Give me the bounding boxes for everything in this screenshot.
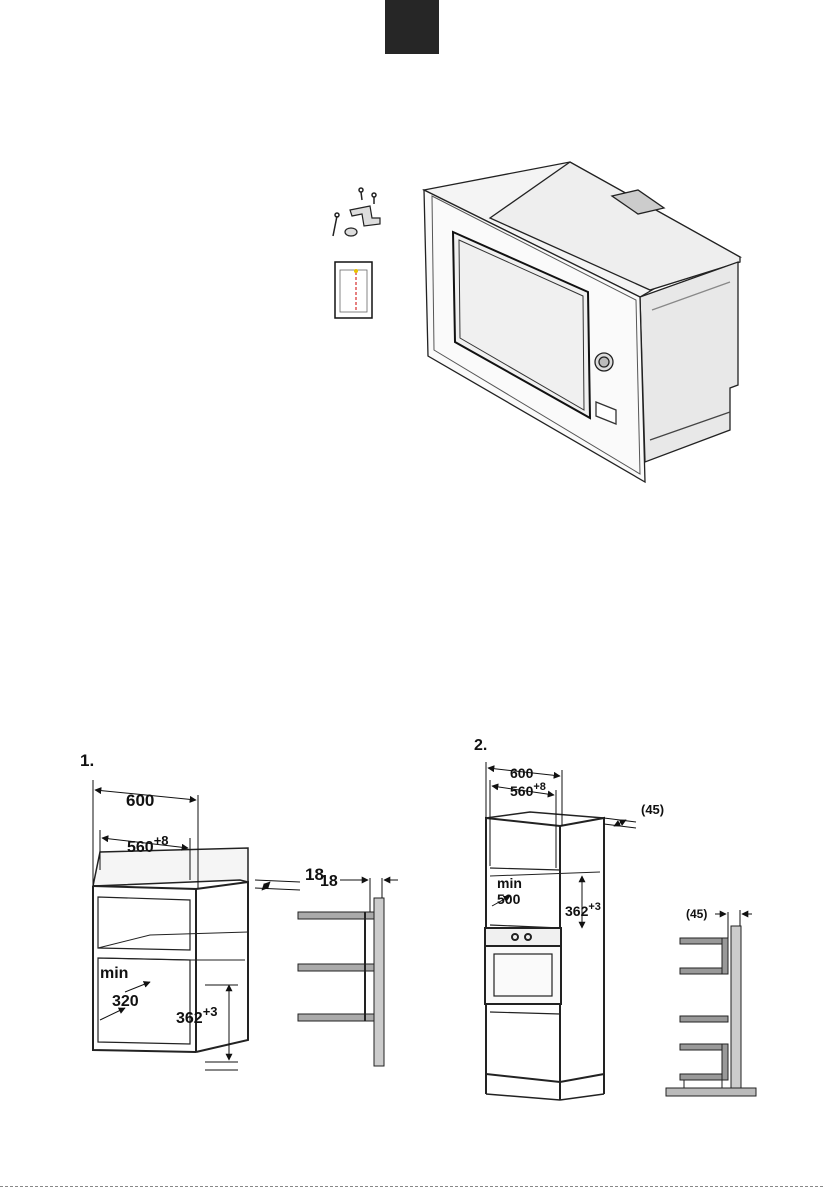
diagram-1-detail-thickness: 18 — [320, 873, 338, 890]
diagram-2-detail-gap: (45) — [686, 907, 707, 921]
diagram-2-number: 2. — [474, 737, 487, 754]
diagram-1-width-outer: 600 — [126, 791, 154, 810]
diagram-1-min-label: min — [100, 965, 128, 982]
diagram-2: 2. 600 560+8 (45) min 500 362+3 (45) — [474, 737, 756, 1100]
accessories-group — [333, 188, 380, 318]
cabinet-1 — [93, 848, 248, 1052]
side-detail-2 — [666, 910, 756, 1096]
side-detail-1 — [298, 878, 398, 1066]
mounting-bracket-icon — [345, 206, 380, 236]
diagram-1: 1. 600 560+8 18 min 320 362+3 18 — [80, 751, 398, 1070]
microwave-oven-illustration — [424, 162, 740, 482]
tall-cabinet-2 — [485, 812, 604, 1100]
diagram-2-depth: 500 — [497, 891, 521, 907]
diagram-2-width-outer: 600 — [510, 765, 534, 781]
page-bottom-rule — [0, 1186, 823, 1187]
diagram-1-number: 1. — [80, 751, 94, 770]
diagram-2-width-inner: 560+8 — [510, 781, 546, 799]
diagram-2-min-label: min — [497, 875, 522, 891]
diagram-2-gap: (45) — [641, 802, 664, 817]
diagram-1-depth: 320 — [112, 993, 139, 1010]
template-sheet-icon — [335, 262, 372, 318]
